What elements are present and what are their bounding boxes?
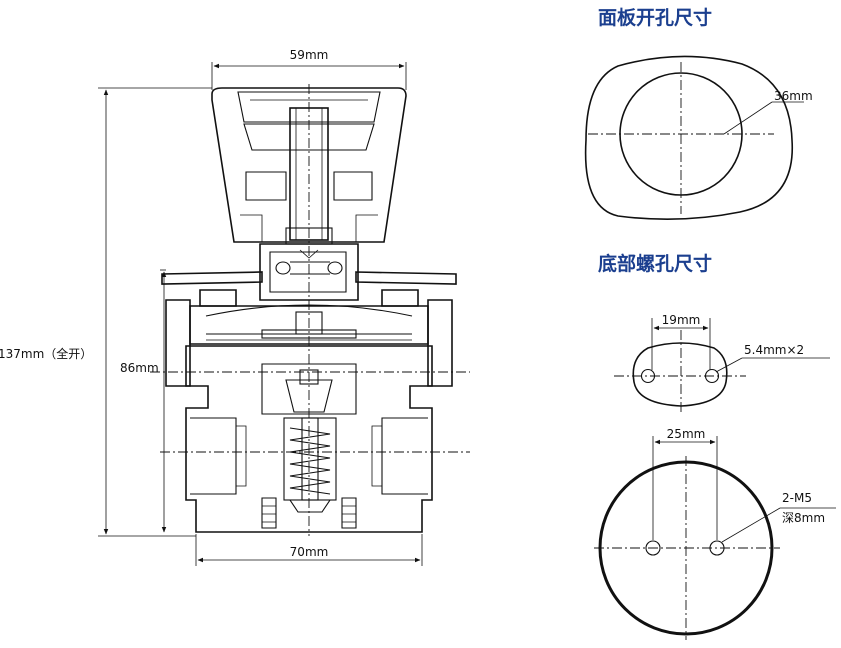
panel-flange-left [161, 271, 263, 285]
screw-post-right [341, 497, 357, 529]
valve-seat [261, 363, 357, 415]
valve-side-view [150, 84, 470, 536]
bottom-plate-small [632, 342, 728, 407]
handle-recess [243, 123, 375, 151]
thread-depth-label: 深8mm [782, 511, 825, 525]
side-lug-right [427, 299, 453, 387]
top-width-label: 59mm [290, 48, 329, 62]
dim-top-width: 59mm [211, 48, 407, 90]
spring [289, 427, 331, 495]
handle-inner-top [237, 91, 381, 123]
bottom-holes-title: 底部螺孔尺寸 [598, 252, 712, 275]
handle-cap [211, 87, 407, 243]
screw-post-left [261, 497, 277, 529]
total-height-label: 137mm（全开） [0, 346, 92, 361]
dim-bottom-width: 70mm [195, 534, 423, 566]
body-height-label: 86mm [120, 361, 159, 375]
inlet-port [190, 417, 237, 495]
bottom-width-label: 70mm [290, 545, 329, 559]
diaphragm-nut [295, 311, 323, 335]
bottom-holes-view: 底部螺孔尺寸 19mm 5.4mm×2 25mm 2-M5 深8mm [594, 252, 836, 640]
upper-spacing-label: 19mm [662, 313, 701, 327]
panel-plate-outline [584, 55, 794, 220]
panel-flange-right [355, 271, 457, 285]
spring-clip-right [327, 261, 343, 275]
panel-cutout-view: 面板开孔尺寸 36mm [584, 6, 813, 220]
upper-hole-label: 5.4mm×2 [744, 343, 804, 357]
dim-body-height: 86mm [120, 269, 167, 533]
valve-body [185, 345, 433, 533]
lower-spacing-label: 25mm [667, 427, 706, 441]
outlet-port [381, 417, 428, 495]
dim-total-height: 137mm（全开） [0, 87, 212, 537]
spring-clip-left [275, 261, 291, 275]
thread-hole-left [645, 540, 661, 556]
panel-diameter-label: 36mm [774, 89, 813, 103]
panel-cutout-title: 面板开孔尺寸 [598, 6, 712, 29]
thread-size-label: 2-M5 [782, 491, 812, 505]
